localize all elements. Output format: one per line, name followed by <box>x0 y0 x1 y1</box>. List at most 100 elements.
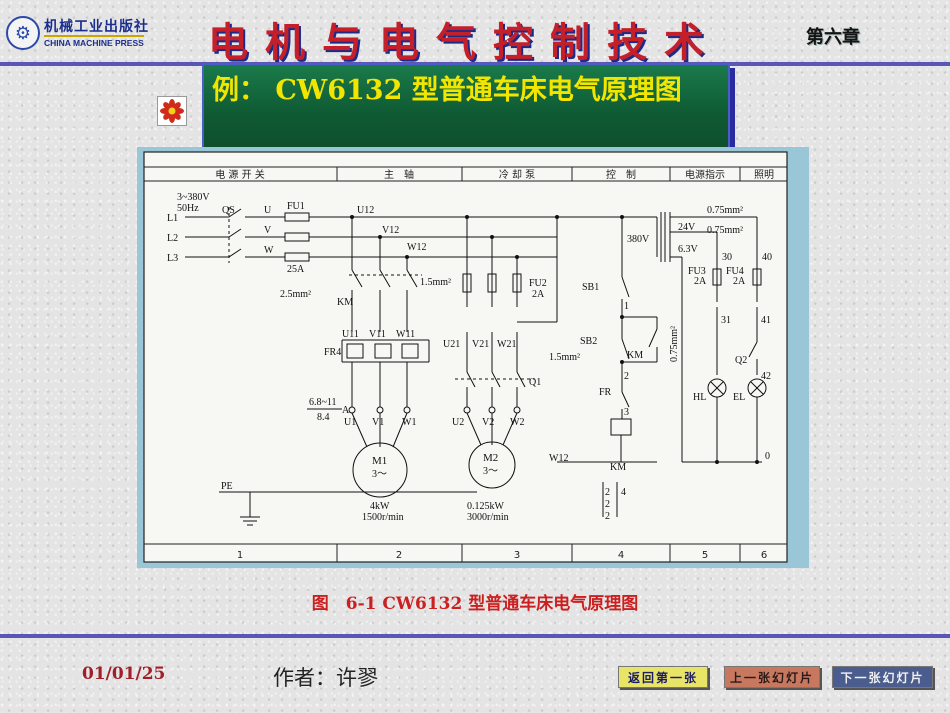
label-w12-ctrl: W12 <box>549 453 568 464</box>
label-u: U <box>264 205 272 216</box>
publisher-name-cn: 机械工业出版社 <box>44 19 149 35</box>
label-grid-2a: 2 <box>605 487 610 498</box>
label-n3: 3 <box>624 407 629 418</box>
label-a: A <box>342 405 350 416</box>
label-ammeter-bot: 8.4 <box>317 412 330 423</box>
label-l2: L2 <box>167 233 178 244</box>
label-w11: W11 <box>396 329 415 340</box>
label-v11: V11 <box>369 329 386 340</box>
label-m1-power: 4kW <box>370 501 390 512</box>
label-ammeter-top: 6.8~11 <box>309 397 337 408</box>
label-fu3-rating: 2A <box>694 276 707 287</box>
label-fr4: FR4 <box>324 347 341 358</box>
circuit-wiring <box>185 207 767 526</box>
label-m2-power: 0.125kW <box>467 501 505 512</box>
label-v: V <box>264 225 272 236</box>
label-wire-075v: 0.75mm² <box>669 326 680 362</box>
figure-caption: 图 6-1 CW6132 型普通车床电气原理图 <box>311 594 639 614</box>
label-fu1: FU1 <box>287 201 305 212</box>
column-number-5: 5 <box>702 550 708 561</box>
nav-previous-slide-button[interactable]: 上一张幻灯片 <box>724 666 820 688</box>
label-grid-2b: 2 <box>605 499 610 510</box>
publisher-name-en-text: CHINA MACHINE PRESS <box>44 38 144 48</box>
label-q2: Q2 <box>735 355 747 366</box>
flower-bullet-icon <box>157 96 187 126</box>
label-n40: 40 <box>762 252 772 263</box>
label-w21: W21 <box>497 339 516 350</box>
label-xfmr-63: 6.3V <box>678 244 699 255</box>
nav-next-slide-button[interactable]: 下一张幻灯片 <box>832 666 933 688</box>
label-km-main: KM <box>337 297 353 308</box>
chapter-label: 第六章 <box>806 27 860 48</box>
label-n31: 31 <box>721 315 731 326</box>
section-header-control: 控 制 <box>606 168 636 181</box>
section-header-power-indicator: 电源指示 <box>685 168 725 181</box>
column-number-6: 6 <box>761 550 767 561</box>
circuit-dots <box>350 215 759 464</box>
label-m1-sub: 3～ <box>372 469 387 480</box>
circuit-diagram: 电 源 开 关 主 轴 冷 却 泵 控 制 电源指示 照明 1 2 3 4 5 … <box>137 147 809 568</box>
label-supply: 3~380V <box>177 192 210 203</box>
label-freq: 50Hz <box>177 203 199 214</box>
section-header-coolant-pump: 冷 却 泵 <box>499 168 535 181</box>
label-n42: 42 <box>761 371 771 382</box>
label-v2: V2 <box>482 417 494 428</box>
label-n1: 1 <box>624 301 629 312</box>
label-wire-075b: 0.75mm² <box>707 225 743 236</box>
label-n2: 2 <box>624 371 629 382</box>
label-u21: U21 <box>443 339 460 350</box>
label-v1: V1 <box>372 417 384 428</box>
label-fu4: FU4 <box>726 266 744 277</box>
label-el: EL <box>733 392 745 403</box>
column-number-3: 3 <box>514 550 520 561</box>
section-header-spindle: 主 轴 <box>384 168 414 181</box>
label-wire-main: 2.5mm² <box>280 289 311 300</box>
author-label: 作者：许翏 <box>273 666 378 690</box>
label-sb1: SB1 <box>582 282 599 293</box>
label-n0: 0 <box>765 451 770 462</box>
label-fu3: FU3 <box>688 266 706 277</box>
gear-emblem-icon: ⚙ <box>6 16 40 50</box>
column-number-1: 1 <box>237 550 243 561</box>
section-header-lighting: 照明 <box>754 169 774 181</box>
label-w12: W12 <box>407 242 426 253</box>
label-u1: U1 <box>344 417 356 428</box>
label-m2-speed: 3000r/min <box>467 512 509 523</box>
label-wire-075a: 0.75mm² <box>707 205 743 216</box>
section-header-power-switch: 电 源 开 关 <box>215 168 265 181</box>
slide-title: 例： CW6132 型普通车床电气原理图 <box>212 75 682 106</box>
label-xfmr-in: 380V <box>627 234 650 245</box>
slide-date: 01/01/25 <box>82 664 166 684</box>
label-pe: PE <box>221 481 233 492</box>
nav-first-slide-button[interactable]: 返回第一张 <box>618 666 708 688</box>
label-km-aux: KM <box>627 350 643 361</box>
label-w2: W2 <box>510 417 524 428</box>
label-fu1-rating: 25A <box>287 264 305 275</box>
label-u11: U11 <box>342 329 359 340</box>
label-m1: M1 <box>372 455 387 467</box>
label-qs: QS <box>222 205 235 216</box>
label-w1: W1 <box>402 417 416 428</box>
label-sb2: SB2 <box>580 336 597 347</box>
label-v12: V12 <box>382 225 399 236</box>
column-number-4: 4 <box>618 550 624 561</box>
slide-title-banner: 例： CW6132 型普通车床电气原理图 <box>202 63 730 149</box>
label-fu2-rating: 2A <box>532 289 545 300</box>
label-l3: L3 <box>167 253 178 264</box>
label-n41: 41 <box>761 315 771 326</box>
label-fu2: FU2 <box>529 278 547 289</box>
label-fu4-rating: 2A <box>733 276 746 287</box>
label-fr: FR <box>599 387 612 398</box>
label-hl: HL <box>693 392 706 403</box>
book-title: 电机与电气控制技术 <box>208 19 721 66</box>
label-m2: M2 <box>483 452 498 464</box>
label-q1: Q1 <box>529 377 541 388</box>
publisher-name-en: CHINA MACHINE PRESS <box>44 35 144 48</box>
label-km-coil: KM <box>610 462 626 473</box>
label-v21: V21 <box>472 339 489 350</box>
publisher-logo: ⚙ 机械工业出版社 CHINA MACHINE PRESS <box>4 14 149 56</box>
label-u12: U12 <box>357 205 374 216</box>
label-l1: L1 <box>167 213 178 224</box>
label-wire-pump: 1.5mm² <box>420 277 451 288</box>
label-u2: U2 <box>452 417 464 428</box>
